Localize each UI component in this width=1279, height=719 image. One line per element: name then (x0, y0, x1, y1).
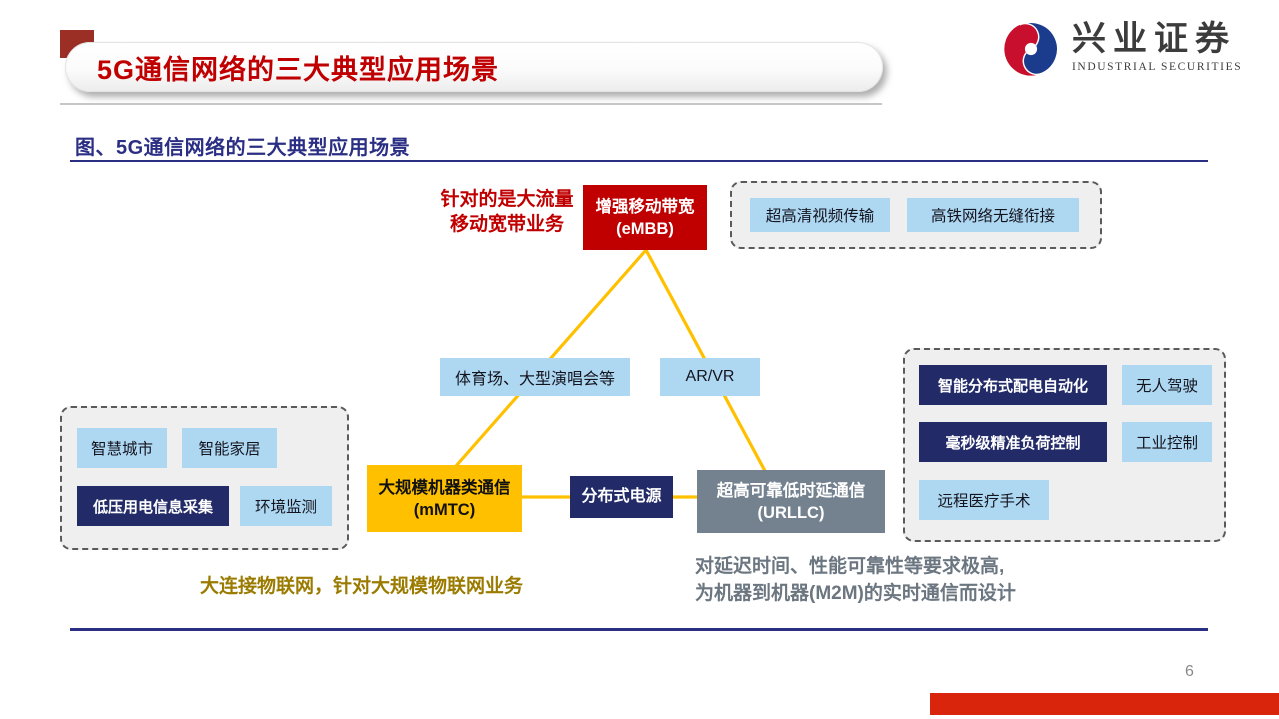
embb-app-chip: 高铁网络无缝衔接 (907, 198, 1079, 232)
mmtc-title: 大规模机器类通信 (378, 478, 511, 497)
urllc-app-chip: 毫秒级精准负荷控制 (919, 422, 1107, 462)
mmtc-apps-group: 智慧城市 智能家居 低压用电信息采集 环境监测 (60, 406, 349, 550)
distributed-power-node: 分布式电源 (570, 476, 673, 518)
banner-underline (60, 103, 882, 105)
embb-apps-group: 超高清视频传输 高铁网络无缝衔接 (730, 181, 1102, 249)
mmtc-app-chip: 智慧城市 (77, 428, 167, 468)
urllc-note-line2: 为机器到机器(M2M)的实时通信而设计 (695, 583, 1016, 604)
logo-name-cn: 兴业证券 (1072, 21, 1236, 58)
embb-note-line1: 针对的是大流量 (440, 189, 574, 210)
urllc-title: 超高可靠低时延通信 (716, 481, 866, 500)
embb-note: 针对的是大流量 移动宽带业务 (437, 187, 577, 237)
mmtc-app-chip: 智能家居 (182, 428, 277, 468)
embb-title: 增强移动带宽 (595, 197, 695, 216)
embb-app-chip: 超高清视频传输 (750, 198, 890, 232)
logo-swirl-icon (1004, 21, 1059, 76)
page-number: 6 (1185, 663, 1194, 680)
embb-abbr: (eMBB) (616, 219, 674, 238)
edge-label-stadium: 体育场、大型演唱会等 (440, 358, 630, 396)
mmtc-abbr: (mMTC) (413, 500, 476, 519)
urllc-app-chip: 无人驾驶 (1122, 365, 1212, 405)
urllc-app-chip: 智能分布式配电自动化 (919, 365, 1107, 405)
mmtc-app-chip: 环境监测 (240, 486, 332, 526)
urllc-node: 超高可靠低时延通信 (URLLC) (697, 470, 885, 533)
mmtc-note: 大连接物联网，针对大规模物联网业务 (200, 576, 524, 597)
urllc-note-line1: 对延迟时间、性能可靠性等要求极高, (695, 556, 1005, 577)
mmtc-node: 大规模机器类通信 (mMTC) (367, 465, 522, 532)
title-banner: 5G通信网络的三大典型应用场景 (65, 42, 883, 92)
footer-accent-bar (930, 693, 1279, 715)
embb-node: 增强移动带宽 (eMBB) (583, 185, 707, 250)
urllc-app-chip: 工业控制 (1122, 422, 1212, 462)
embb-note-line2: 移动宽带业务 (449, 214, 564, 235)
urllc-app-chip: 远程医疗手术 (919, 480, 1049, 520)
company-logo: 兴业证券 INDUSTRIAL SECURITIES (1002, 20, 1242, 78)
urllc-abbr: (URLLC) (757, 503, 825, 522)
page-title: 5G通信网络的三大典型应用场景 (97, 54, 500, 85)
urllc-note: 对延迟时间、性能可靠性等要求极高, 为机器到机器(M2M)的实时通信而设计 (695, 553, 1016, 607)
edge-label-arvr: AR/VR (660, 358, 760, 396)
urllc-apps-group: 智能分布式配电自动化 无人驾驶 毫秒级精准负荷控制 工业控制 远程医疗手术 (903, 348, 1226, 542)
logo-name-en: INDUSTRIAL SECURITIES (1072, 61, 1243, 73)
caption-rule (70, 160, 1208, 162)
mmtc-app-chip: 低压用电信息采集 (77, 486, 229, 526)
footer-rule (70, 628, 1208, 631)
figure-caption: 图、5G通信网络的三大典型应用场景 (75, 137, 411, 159)
